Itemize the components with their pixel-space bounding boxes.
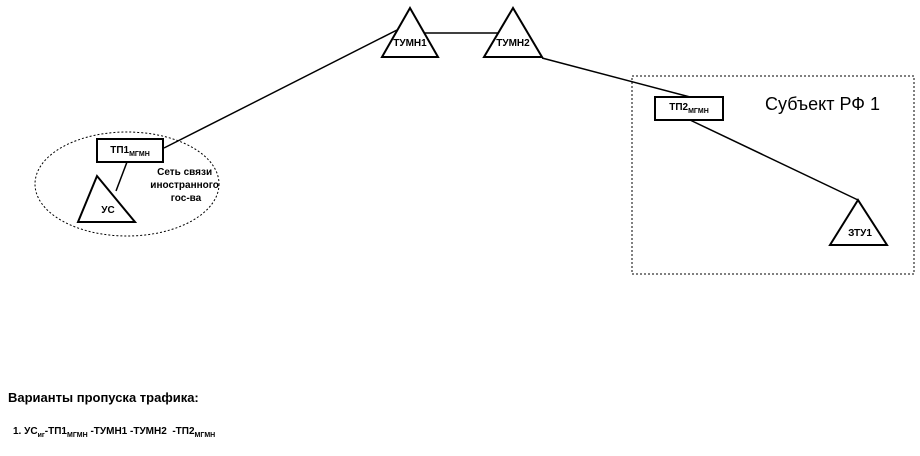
route-tp2-subscript: МГМН (194, 432, 216, 439)
foreign-network-label: Сеть связи иностранного гос-ва (150, 167, 221, 204)
node-tp2-subscript: МГМН (688, 108, 709, 115)
node-tp2: ТП2МГМН (654, 96, 724, 121)
link-tumn2-tp2 (541, 57, 691, 98)
link-tp1-us (115, 161, 128, 192)
node-ztu1-label: ЗТУ1 (848, 228, 872, 239)
node-tumn2: ТУМН2 (482, 6, 544, 58)
route-rest: -ТУМН1 -ТУМН2 -ТП2 (87, 426, 195, 437)
foreign-network-line-3: гос-ва (171, 193, 202, 204)
node-tumn1-label: ТУМН1 (393, 38, 427, 49)
node-tp1-label: ТП1 (110, 145, 129, 156)
node-tumn2-label: ТУМН2 (496, 38, 530, 49)
route-us: УС (24, 426, 38, 437)
foreign-network-line-2: иностранного (150, 180, 219, 191)
node-us: УС (76, 174, 138, 223)
route-number: 1. (13, 426, 22, 437)
node-ztu1: ЗТУ1 (828, 198, 889, 246)
svg-text:ТП1МГМН: ТП1МГМН (110, 145, 150, 158)
node-tumn1: ТУМН1 (380, 5, 440, 58)
node-tp1-subscript: МГМН (129, 151, 150, 158)
route-us-subscript: иг (37, 432, 45, 439)
route-tp1-subscript: МГМН (66, 432, 88, 439)
route-tp1: -ТП1 (44, 426, 67, 437)
subject-rf-label: Субъект РФ 1 (765, 94, 880, 114)
routes-title: Варианты пропуска трафика: (8, 390, 199, 405)
foreign-network-line-1: Сеть связи (157, 167, 212, 178)
svg-text:ТП2МГМН: ТП2МГМН (669, 102, 709, 115)
node-tp1: ТП1МГМН (96, 138, 164, 163)
foreign-network-boundary (34, 131, 220, 237)
node-tp2-label: ТП2 (669, 102, 688, 113)
link-tp1-tumn1 (163, 29, 398, 149)
node-us-label: УС (101, 205, 114, 216)
subject-rf-boundary (631, 75, 915, 275)
route-item-1: 1. УСиг-ТП1МГМН -ТУМН1 -ТУМН2 -ТП2МГМН (13, 426, 215, 439)
link-tp2-ztu1 (689, 119, 859, 201)
